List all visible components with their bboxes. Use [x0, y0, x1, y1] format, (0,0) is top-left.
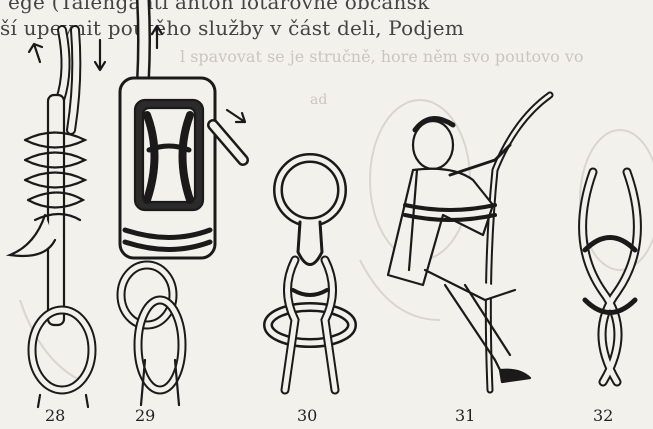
- figure-number: 30: [297, 406, 317, 425]
- figure-number: 28: [45, 406, 65, 425]
- figure-number: 31: [455, 406, 475, 425]
- ring-knot-icon: [255, 0, 365, 429]
- figure-30: 30: [255, 0, 365, 429]
- hook-knot-icon: [0, 0, 110, 429]
- figure-31: 31: [365, 0, 565, 429]
- reef-knot-icon: [565, 0, 653, 429]
- figure-28: 28: [0, 0, 110, 429]
- block-knot-icon: [105, 0, 255, 429]
- figure-32: 32: [565, 0, 653, 429]
- figure-number: 32: [593, 406, 613, 425]
- figure-number: 29: [135, 406, 155, 425]
- figure-29: 29: [105, 0, 255, 429]
- man-climbing-rope-icon: [365, 0, 565, 429]
